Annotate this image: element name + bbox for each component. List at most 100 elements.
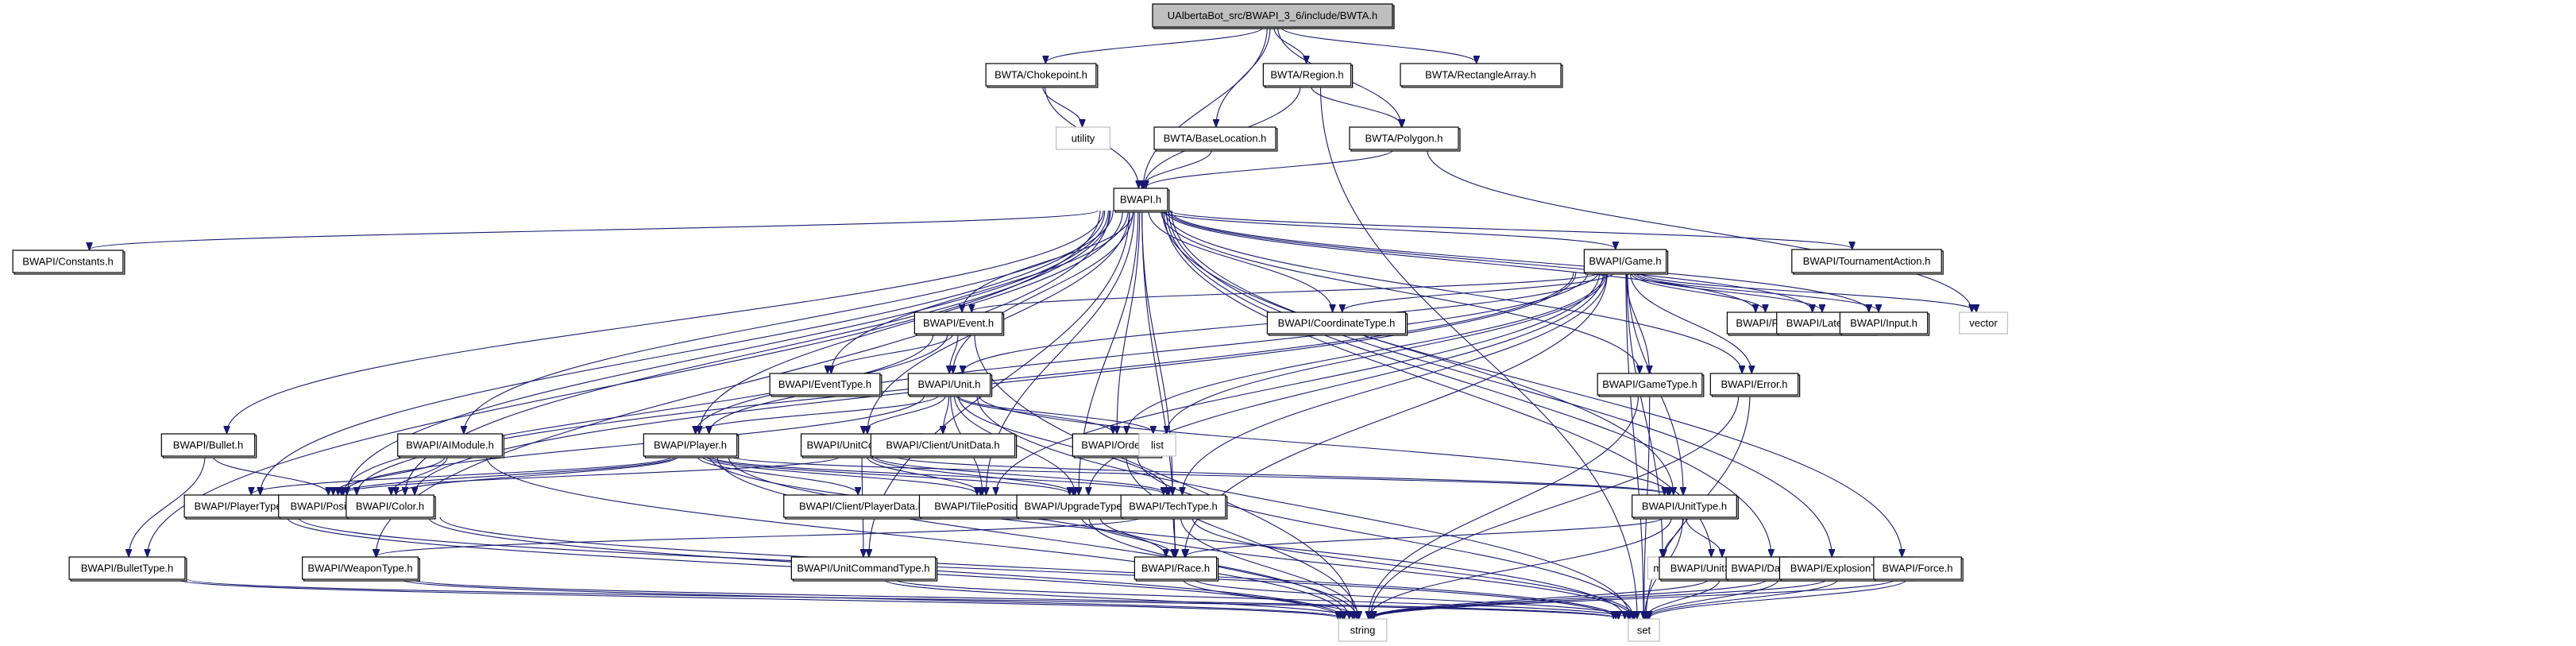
node-box[interactable] <box>870 433 1016 457</box>
node-box[interactable] <box>907 373 991 396</box>
node-rectarray[interactable]: BWTA/RectangleArray.h <box>1400 63 1563 88</box>
node-box[interactable] <box>769 373 881 396</box>
edge-line <box>392 455 449 494</box>
edge-line <box>863 394 947 433</box>
edge-line <box>1664 516 1684 556</box>
edge-bullet-to-bullettype <box>129 455 206 556</box>
edge-gametype-to-string <box>1369 394 1639 618</box>
node-box[interactable] <box>985 63 1097 87</box>
edge-line <box>1167 210 1813 311</box>
node-weapontype[interactable]: BWAPI/WeaponType.h <box>302 556 421 582</box>
node-box[interactable] <box>12 250 124 273</box>
node-coordtype[interactable]: BWAPI/CoordinateType.h <box>1266 311 1408 336</box>
edge-bwapi-to-coordtype <box>1148 210 1333 311</box>
node-box[interactable] <box>1873 556 1962 580</box>
edge-color-to-set <box>439 516 1619 618</box>
node-label: BWTA/RectangleArray.h <box>1425 69 1536 81</box>
node-label: BWAPI/Color.h <box>356 501 424 513</box>
node-force[interactable]: BWAPI/Force.h <box>1873 556 1964 582</box>
node-eventtype[interactable]: BWAPI/EventType.h <box>769 373 882 397</box>
edge-player-to-tileposition <box>701 455 977 494</box>
node-box[interactable] <box>1583 249 1667 273</box>
node-aimodule[interactable]: BWAPI/AIModule.h <box>397 433 504 458</box>
node-upgradetype[interactable]: BWAPI/UpgradeType.h <box>1016 494 1141 520</box>
node-box[interactable] <box>1791 249 1942 273</box>
node-gametype[interactable]: BWAPI/GameType.h <box>1597 373 1705 397</box>
node-label: BWAPI/UpgradeType.h <box>1025 501 1131 513</box>
node-playerdata[interactable]: BWAPI/Client/PlayerData.h <box>783 494 941 520</box>
node-polygon[interactable]: BWTA/Polygon.h <box>1349 126 1461 152</box>
node-constants[interactable]: BWAPI/Constants.h <box>12 250 126 275</box>
node-box[interactable] <box>1262 63 1352 87</box>
node-box[interactable] <box>397 433 503 457</box>
node-box[interactable] <box>1632 494 1737 518</box>
node-box[interactable] <box>160 433 256 457</box>
node-region[interactable]: BWTA/Region.h <box>1262 63 1354 88</box>
edge-bwapi-to-gametype <box>1161 210 1640 373</box>
edge-line <box>1280 26 1476 63</box>
edge-unitcommand-to-techtype <box>874 455 1167 494</box>
node-box[interactable] <box>346 494 434 518</box>
node-box[interactable] <box>1266 311 1407 335</box>
node-tournament[interactable]: BWAPI/TournamentAction.h <box>1791 249 1944 275</box>
edge-line <box>261 210 1106 494</box>
node-baselocation[interactable]: BWTA/BaseLocation.h <box>1153 126 1278 152</box>
edge-techtype-to-race <box>1173 516 1176 556</box>
node-color[interactable]: BWAPI/Color.h <box>346 494 436 520</box>
edge-player-to-string <box>716 455 1350 618</box>
edge-line <box>1319 85 1637 618</box>
edge-aimodule-to-string <box>485 455 1344 618</box>
node-box[interactable] <box>1153 126 1276 150</box>
node-box[interactable] <box>1349 126 1459 150</box>
node-game[interactable]: BWAPI/Game.h <box>1583 249 1669 275</box>
edge-event-to-eventtype <box>828 333 954 373</box>
node-label: BWAPI/EventType.h <box>778 378 871 390</box>
node-unitdata[interactable]: BWAPI/Client/UnitData.h <box>870 433 1018 458</box>
node-box[interactable] <box>1120 494 1226 518</box>
edge-line <box>699 210 1123 433</box>
node-label: BWAPI/Event.h <box>923 317 994 329</box>
node-race[interactable]: BWAPI/Race.h <box>1134 556 1219 582</box>
node-unitcommandtype[interactable]: BWAPI/UnitCommandType.h <box>790 556 938 582</box>
edge-line <box>974 333 1354 618</box>
node-unittype[interactable]: BWAPI/UnitType.h <box>1632 494 1739 520</box>
edge-line <box>1194 578 1635 618</box>
edge-line <box>1080 516 1173 556</box>
node-bullet[interactable]: BWAPI/Bullet.h <box>160 433 257 458</box>
node-box[interactable] <box>1709 373 1799 396</box>
node-event[interactable]: BWAPI/Event.h <box>913 311 1005 336</box>
node-vector: vector <box>1959 311 2008 335</box>
edge-line <box>1310 85 1402 126</box>
node-box[interactable] <box>643 433 738 457</box>
node-box[interactable] <box>1400 63 1562 87</box>
node-bullettype[interactable]: BWAPI/BulletType.h <box>68 556 187 582</box>
node-box[interactable] <box>913 311 1003 335</box>
node-label: BWAPI/Client/PlayerData.h <box>799 501 924 513</box>
node-box[interactable] <box>302 556 419 580</box>
node-chokepoint[interactable]: BWTA/Chokepoint.h <box>985 63 1099 88</box>
node-box[interactable] <box>1597 373 1703 396</box>
node-box[interactable] <box>1016 494 1139 518</box>
node-box[interactable] <box>1839 311 1929 335</box>
node-player[interactable]: BWAPI/Player.h <box>643 433 740 458</box>
node-label: utility <box>1072 133 1095 145</box>
edge-explosiontype-to-set <box>1648 578 1839 618</box>
node-box[interactable] <box>68 556 186 580</box>
node-bwapi[interactable]: BWAPI.h <box>1113 188 1170 213</box>
node-unit[interactable]: BWAPI/Unit.h <box>907 373 993 397</box>
edge-line <box>1137 455 1633 618</box>
node-root[interactable]: UAlbertaBot_src/BWAPI_3_6/include/BWTA.h <box>1152 3 1395 29</box>
node-box[interactable] <box>790 556 937 580</box>
edge-playertype-to-set <box>298 516 1616 618</box>
node-input[interactable]: BWAPI/Input.h <box>1839 311 1930 336</box>
node-box[interactable] <box>1134 556 1218 580</box>
node-box[interactable] <box>1113 188 1168 211</box>
edge-line <box>1649 578 1907 618</box>
node-techtype[interactable]: BWAPI/TechType.h <box>1120 494 1228 520</box>
node-error[interactable]: BWAPI/Error.h <box>1709 373 1801 397</box>
edge-line <box>962 210 1134 311</box>
edge-line <box>1647 578 1779 618</box>
edge-unit-to-player <box>696 394 940 433</box>
node-box[interactable] <box>1152 3 1393 28</box>
